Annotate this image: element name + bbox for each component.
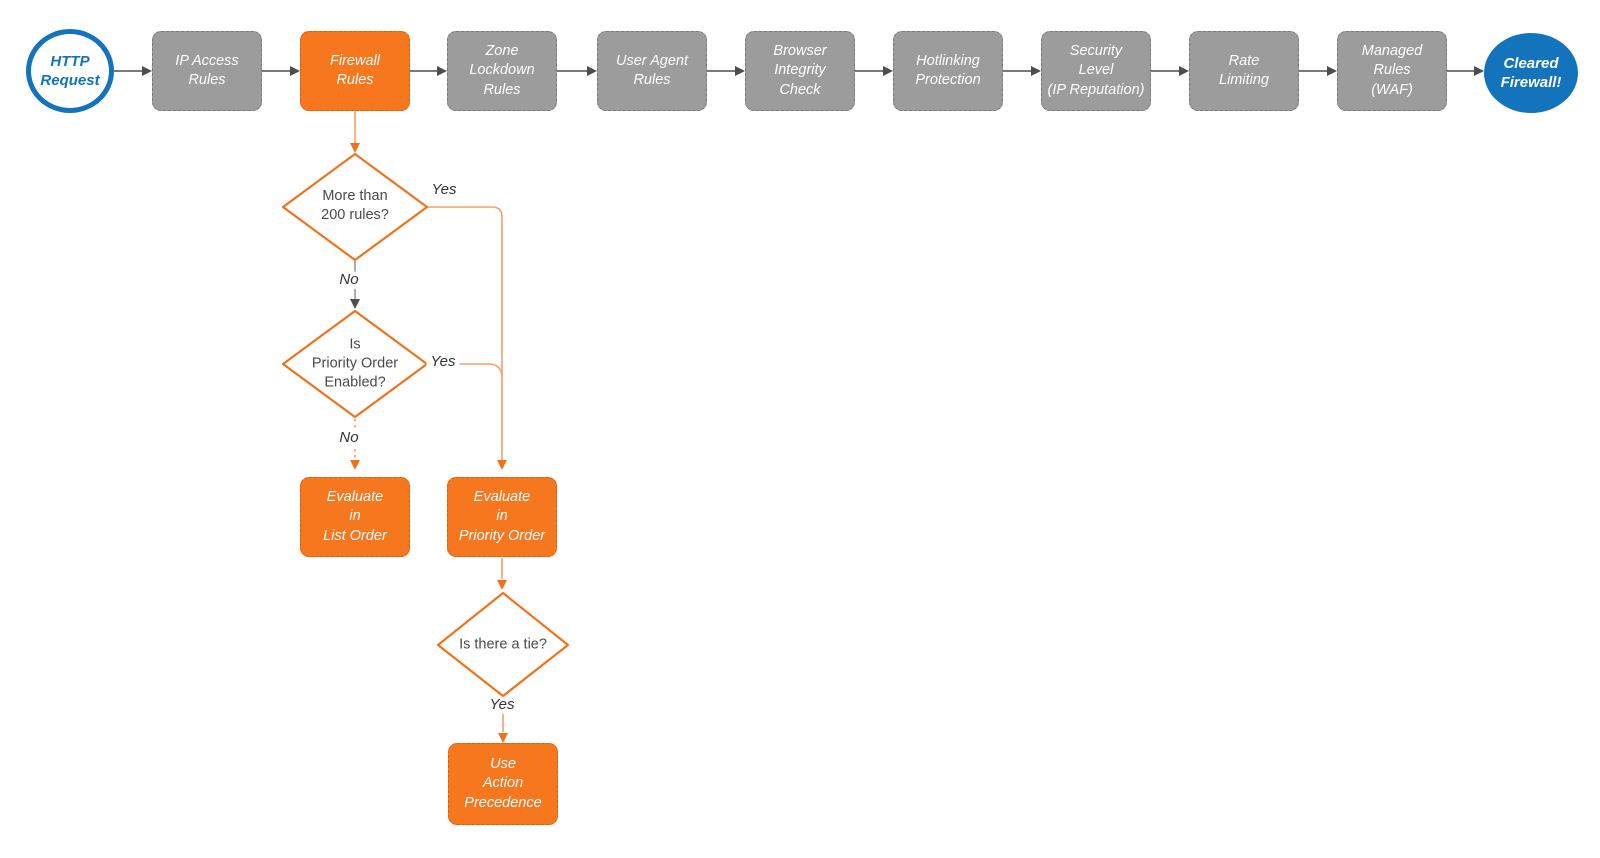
step-security-level: Security Level (IP Reputation) (1041, 31, 1151, 111)
step-zone-lockdown-rules: Zone Lockdown Rules (447, 31, 557, 111)
decision-more-than-200-label: More than 200 rules? (321, 188, 389, 223)
end-node-cleared-firewall: Cleared Firewall! (1484, 33, 1578, 113)
start-node-http-request: HTTP Request (26, 29, 114, 113)
decision-priority-order (281, 309, 429, 419)
step-user-agent-rules: User Agent Rules (597, 31, 707, 111)
decision-more-than-200 (281, 152, 429, 262)
no-label-more-than-200: No (335, 271, 363, 289)
step-browser-integrity-check: Browser Integrity Check (745, 31, 855, 111)
step-ip-access-rules: IP Access Rules (152, 31, 262, 111)
outcome-evaluate-list-order: Evaluate in List Order (300, 477, 410, 557)
yes-label-priority-order: Yes (426, 353, 460, 371)
decision-diamonds (281, 152, 570, 698)
step-firewall-rules: Firewall Rules (300, 31, 410, 111)
step-managed-rules-waf: Managed Rules (WAF) (1337, 31, 1447, 111)
yes2-merge-line (427, 363, 503, 377)
yes-label-tie: Yes (485, 696, 519, 714)
decision-tie (436, 591, 570, 698)
yes1-trunk-line (428, 206, 503, 460)
step-rate-limiting: Rate Limiting (1189, 31, 1299, 111)
outcome-evaluate-priority-order: Evaluate in Priority Order (447, 477, 557, 557)
pipeline-arrows (114, 66, 1484, 76)
branch-arrowheads (350, 143, 508, 743)
decision-tie-label: Is there a tie? (459, 636, 547, 653)
decision-priority-order-label: Is Priority Order Enabled? (311, 336, 399, 391)
no-label-priority-order: No (335, 429, 363, 447)
step-hotlinking-protection: Hotlinking Protection (893, 31, 1003, 111)
outcome-use-action-precedence: Use Action Precedence (448, 743, 558, 825)
yes-label-more-than-200: Yes (427, 181, 461, 199)
